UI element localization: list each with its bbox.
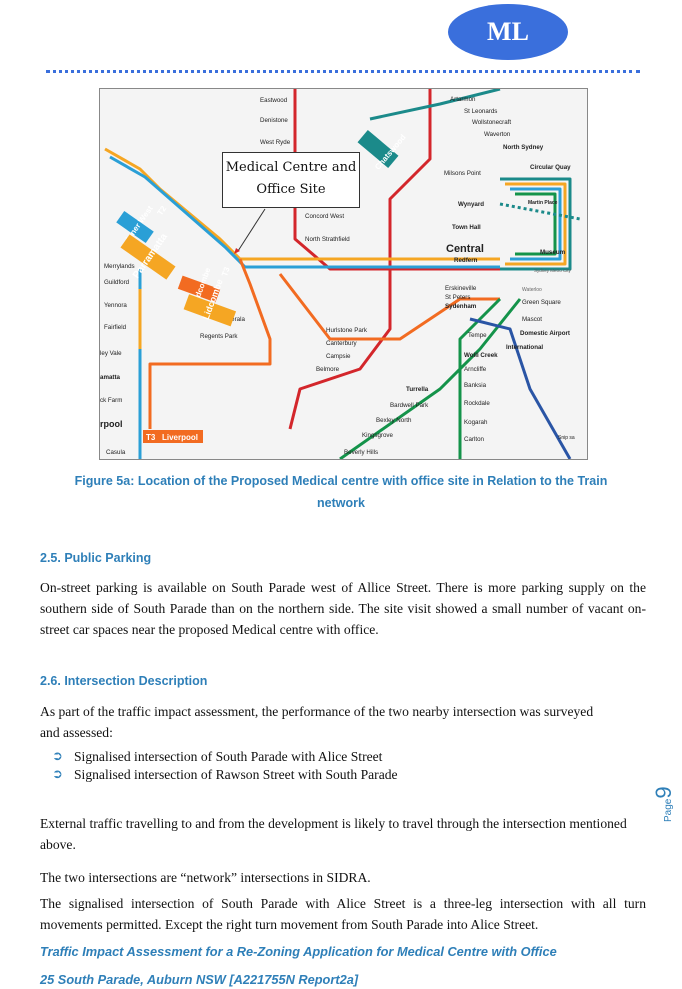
station-wollstonecraft: Wollstonecraft	[472, 119, 511, 126]
footer-title: Traffic Impact Assessment for a Re-Zonin…	[40, 944, 557, 959]
t7-red-line	[288, 89, 432, 430]
callout-pointer	[237, 208, 266, 252]
station-waterloo: Waterloo	[522, 287, 542, 293]
station-kingsgrove: Kingsgrove	[362, 432, 394, 439]
station-milsons-point: Milsons Point	[444, 170, 481, 177]
station-campsie: Campsie	[326, 353, 351, 360]
station-casula: Casula	[106, 449, 126, 456]
station-snip: Snip sa	[558, 435, 575, 441]
station-wynyard: Wynyard	[458, 201, 484, 208]
station-north-sydney: North Sydney	[503, 144, 544, 151]
station-north-strathfield: North Strathfield	[305, 236, 350, 243]
station-domestic-airport: Domestic Airport	[520, 330, 570, 337]
station-eastwood: Eastwood	[260, 97, 288, 104]
heading-intersection-description: 2.6. Intersection Description	[40, 674, 208, 688]
para-signalised: The signalised intersection of South Par…	[40, 896, 646, 932]
station-concord-west: Concord West	[305, 213, 344, 220]
para-public-parking: On-street parking is available on South …	[40, 580, 646, 637]
list-item: ➲Signalised intersection of Rawson Stree…	[52, 767, 398, 782]
station-hurlstone-park: Hurlstone Park	[326, 327, 368, 334]
station-martin-place: Martin Place	[528, 200, 558, 206]
station-merrylands: Merrylands	[104, 263, 135, 270]
station-sydney-metro: Sydney Metro City	[534, 268, 572, 273]
station-turrella: Turrella	[406, 386, 429, 393]
para-external-traffic: External traffic travelling to and from …	[40, 816, 627, 852]
station-yennora: Yennora	[104, 302, 127, 309]
station-mascot: Mascot	[522, 316, 542, 323]
figure-caption: Figure 5a: Location of the Proposed Medi…	[74, 474, 608, 510]
para-network: The two intersections are “network” inte…	[40, 870, 371, 885]
station-artarmon: Artarmon	[450, 96, 476, 103]
site-marker	[234, 248, 240, 254]
station-tempe: Tempe	[468, 332, 487, 339]
page-number: Page9	[651, 786, 676, 822]
arrow-bullet-icon: ➲	[52, 767, 63, 782]
station-central: Central	[446, 243, 484, 255]
station-arncliffe: Arncliffe	[464, 366, 487, 373]
t3-line	[148, 258, 272, 429]
station-green-square: Green Square	[522, 299, 561, 306]
metro-future	[499, 202, 581, 221]
train-network-map: Eastwood Denistone West Ryde Artarmon St…	[99, 88, 588, 460]
t8-line	[458, 297, 502, 459]
station-regents-park: Regents Park	[200, 333, 238, 340]
city-circle-t8	[515, 192, 557, 256]
para-intersection-intro: As part of the traffic impact assessment…	[40, 704, 594, 740]
city-circle	[500, 177, 572, 271]
station-fairfield: Fairfield	[104, 324, 127, 331]
station-st-leonards: St Leonards	[464, 108, 497, 115]
station-sydenham: Sydenham	[445, 303, 477, 310]
station-guildford: Guildford	[104, 279, 130, 286]
line-liverpool-t3: T3	[146, 433, 156, 442]
station-berala: Berala	[227, 316, 245, 323]
map-graphic: Eastwood Denistone West Ryde Artarmon St…	[100, 89, 587, 459]
header-divider	[46, 70, 640, 73]
ml-logo: ML	[448, 4, 568, 60]
t4-line	[469, 317, 572, 459]
station-erskineville: Erskineville	[445, 285, 477, 292]
station-town-hall: Town Hall	[452, 224, 481, 231]
station-kogarah: Kogarah	[464, 419, 488, 426]
list-item: ➲Signalised intersection of South Parade…	[52, 749, 383, 764]
station-st-peters: St Peters	[445, 294, 470, 301]
station-carlton: Carlton	[464, 436, 485, 443]
station-denistone: Denistone	[260, 117, 288, 124]
station-bexley-north: Bexley North	[376, 417, 412, 424]
station-rpool: rpool	[100, 419, 123, 429]
line-liverpool: Liverpool	[162, 433, 198, 442]
t1-line	[104, 147, 500, 261]
station-international: International	[506, 344, 543, 351]
site-callout: Medical Centre and Office Site	[222, 152, 360, 208]
station-ck-farm: ck Farm	[100, 397, 122, 404]
intersection-list: ➲Signalised intersection of South Parade…	[52, 748, 398, 784]
metro-line	[369, 89, 501, 121]
arrow-bullet-icon: ➲	[52, 749, 63, 764]
t2-line	[109, 155, 500, 269]
t8-east-line	[339, 298, 522, 459]
station-museum: Museum	[540, 249, 566, 256]
station-banksia: Banksia	[464, 382, 487, 389]
station-rockdale: Rockdale	[464, 400, 490, 407]
station-canterbury: Canterbury	[326, 340, 358, 347]
station-west-ryde: West Ryde	[260, 139, 291, 146]
footer-address: 25 South Parade, Auburn NSW [A221755N Re…	[40, 972, 359, 987]
heading-public-parking: 2.5. Public Parking	[40, 551, 152, 565]
station-wolli-creek: Wolli Creek	[464, 352, 498, 359]
line-t3: T3	[220, 265, 232, 277]
t3-bankstown-line	[278, 273, 500, 341]
station-redfern: Redfern	[454, 257, 478, 264]
station-valley: ley Vale	[100, 350, 122, 357]
station-belmore: Belmore	[316, 366, 340, 373]
station-bardwell-park: Bardwell Park	[390, 402, 429, 409]
city-circle-t2	[510, 187, 562, 261]
station-waverton: Waverton	[484, 131, 511, 138]
city-circle-t1	[505, 182, 567, 266]
station-beverly-hills: Beverly Hills	[344, 449, 378, 456]
station-circular-quay: Circular Quay	[530, 164, 571, 171]
station-matta: amatta	[100, 374, 121, 381]
